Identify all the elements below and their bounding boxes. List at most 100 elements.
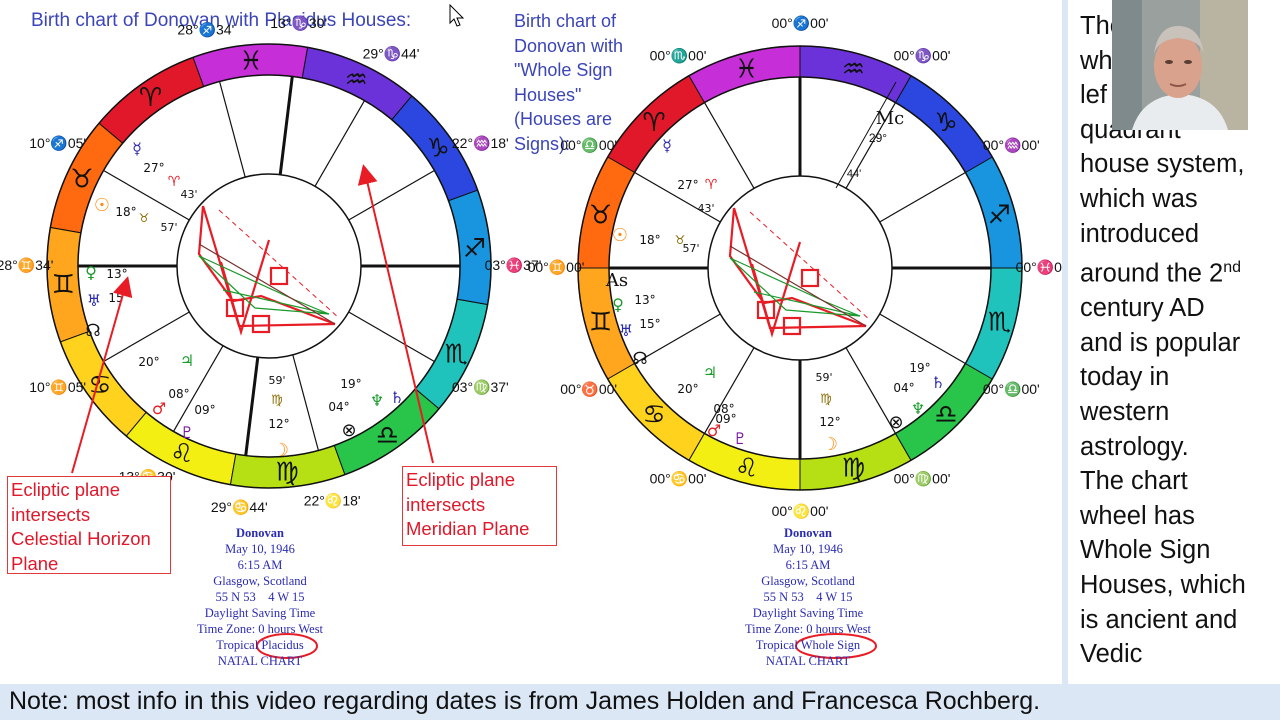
house-cusp-line xyxy=(172,345,224,432)
narration-line: today in xyxy=(1080,363,1170,392)
planet-degree-label: 08° xyxy=(168,387,189,401)
aspect-line xyxy=(750,241,802,338)
pluto-glyph: ♇ xyxy=(180,423,194,442)
callout-line: Celestial Horizon xyxy=(11,528,151,549)
zodiac-sign-glyph: ♈ xyxy=(642,108,665,138)
house-cusp-line xyxy=(244,357,260,456)
horizon-callout: Ecliptic plane intersects Celestial Hori… xyxy=(7,476,171,574)
fortune-glyph: ⊗ xyxy=(341,420,356,441)
callout-line: Plane xyxy=(11,552,59,574)
callout-line: Ecliptic plane xyxy=(11,479,121,500)
placidus-highlight-circle xyxy=(256,633,318,659)
info-line: Daylight Saving Time xyxy=(752,606,864,620)
narration-line: wheel has xyxy=(1080,501,1195,530)
planet-degree-label: 19° xyxy=(909,361,930,375)
house-cusp-line xyxy=(634,313,721,365)
mouse-cursor-icon xyxy=(449,4,465,27)
left-chart-info: Donovan May 10, 1946 6:15 AM Glasgow, Sc… xyxy=(150,525,370,669)
midheaven-label: Mc xyxy=(876,108,905,129)
square-aspect-icon xyxy=(782,316,802,336)
planet-degree-label: 12° xyxy=(819,415,840,429)
cusp-label: 00°♍00' xyxy=(894,470,951,487)
cusp-label: 28°♐34' xyxy=(177,21,234,38)
square-aspect-icon xyxy=(251,314,271,334)
virgo-glyph: ♍ xyxy=(820,392,832,407)
aries-glyph: ♈ xyxy=(705,177,718,193)
zodiac-sign-glyph: ♐ xyxy=(463,234,486,264)
cusp-label: 00°♌00' xyxy=(772,503,829,520)
info-line: 6:15 AM xyxy=(237,558,283,572)
horizon-arrow xyxy=(71,276,133,474)
zodiac-sign-glyph: ♍ xyxy=(842,453,865,483)
footer-note-bar: Note: most info in this video regarding … xyxy=(0,684,1280,720)
midheaven-degree: 29° xyxy=(869,131,887,145)
cusp-label: 10°♐05' xyxy=(29,135,86,152)
cusp-label: 29°♑44' xyxy=(363,46,420,63)
system-prefix: Tropical xyxy=(216,638,259,652)
narration-line: wh xyxy=(1080,46,1113,75)
info-line: May 10, 1946 xyxy=(773,542,843,556)
moon-glyph: ☽ xyxy=(822,434,838,455)
cusp-label: 28°♊34' xyxy=(0,257,53,274)
aspect-line xyxy=(729,245,867,327)
aspect-line xyxy=(729,257,861,317)
mercury-glyph: ☿ xyxy=(132,139,142,158)
cusp-label: 22°♌18' xyxy=(304,493,361,510)
cusp-label: 00°♐00' xyxy=(772,15,829,32)
planet-degree-label: 15° xyxy=(639,317,660,331)
neptune-glyph: ♆ xyxy=(911,399,925,418)
node-glyph: ☊ xyxy=(85,321,100,341)
mercury-glyph: ☿ xyxy=(662,136,672,155)
venus-glyph: ♀ xyxy=(85,263,97,282)
house-cusp-line xyxy=(703,102,755,189)
right-title-line: (Houses are xyxy=(514,109,613,129)
planet-degree-label: 18° xyxy=(639,233,660,247)
narration-line: which was xyxy=(1080,184,1198,213)
jupiter-glyph: ♃ xyxy=(180,351,194,370)
zodiac-sign-glyph: ♒ xyxy=(842,55,865,85)
chart-wheels: ♈♉♊♋♌♍♎♏♐♑♒♓03°♓37'22°♒18'29°♑44'13°♑30'… xyxy=(0,15,1062,659)
aspect-line xyxy=(219,239,271,336)
cusp-label: 00°♏00' xyxy=(650,48,707,65)
footer-note: Note: most info in this video regarding … xyxy=(9,687,1041,715)
planet-degree-label: 04° xyxy=(893,381,914,395)
cusp-label: 00°♋00' xyxy=(650,470,707,487)
planet-degree-label: 19° xyxy=(340,377,361,391)
house-cusp-line xyxy=(703,347,755,434)
house-cusp-line xyxy=(845,102,897,189)
slide-content: Birth chart of Donovan with Placidus Hou… xyxy=(0,0,1062,684)
system-name: Placidus xyxy=(261,638,304,652)
zodiac-sign-glyph: ♉ xyxy=(70,165,93,195)
square-aspect-icon xyxy=(269,266,289,286)
house-cusp-line xyxy=(634,171,721,223)
house-cusp-line xyxy=(218,81,246,178)
presenter-figure xyxy=(1112,0,1248,130)
sun-glyph: ☉ xyxy=(94,195,110,216)
planet-degree-label: 04° xyxy=(328,400,349,414)
cusp-label: 13°♑30' xyxy=(270,15,327,32)
square-aspect-icon xyxy=(800,268,820,288)
zodiac-sign-glyph: ♋ xyxy=(642,400,665,430)
narration-line: century AD xyxy=(1080,294,1205,323)
planet-degree-label: 15° xyxy=(108,291,129,305)
node-glyph: ☊ xyxy=(632,349,647,369)
planet-minute-label: 59' xyxy=(268,374,285,387)
callout-line: intersects xyxy=(406,493,486,515)
info-line: 55 N 53 4 W 15 xyxy=(763,590,853,604)
cusp-label: 22°♒18' xyxy=(452,135,509,152)
zodiac-sign-glyph: ♎ xyxy=(376,421,399,451)
zodiac-sign-glyph: ♒ xyxy=(345,65,368,95)
info-footer: NATAL CHART xyxy=(765,654,851,668)
info-name: Donovan xyxy=(236,526,284,540)
cusp-label: 03°♍37' xyxy=(452,379,509,396)
info-line: Time Zone: 0 hours West xyxy=(196,622,324,636)
narration-line: The chart xyxy=(1080,467,1188,496)
info-name: Donovan xyxy=(784,526,832,540)
info-line: 55 N 53 4 W 15 xyxy=(215,590,305,604)
callout-line: Ecliptic plane xyxy=(406,469,516,490)
narration-line: western xyxy=(1080,398,1170,427)
left-chart-title: Birth chart of Donovan with Placidus Hou… xyxy=(31,10,412,31)
presenter-webcam xyxy=(1112,0,1248,130)
house-cusp-line xyxy=(879,171,966,223)
planet-degree-label: 27° xyxy=(143,161,164,175)
